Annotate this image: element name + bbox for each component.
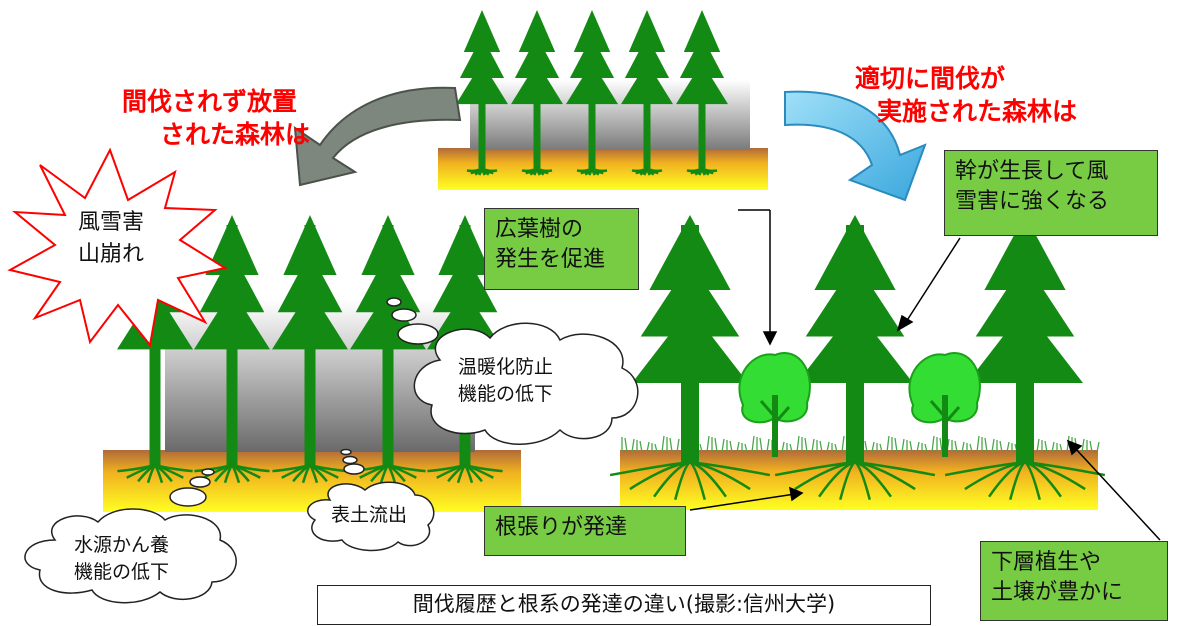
warming-line1: 温暖化防止 [458,356,554,378]
thinned-forest-illustration [609,215,1106,510]
top-tree-3 [566,10,618,176]
left-heading-line2: された森林は [160,120,311,149]
left-tree-2 [194,215,270,484]
broadleaf-sapling-2 [908,352,981,457]
broadleaf-line1: 広葉樹の [495,217,584,242]
broadleaf-line2: 発生を促進 [495,247,606,272]
water-label: 水源かん養 機能の低下 [74,532,169,586]
understory-line1: 下層植生や [991,550,1102,575]
hazard-label: 風雪害 山崩れ [78,207,144,271]
left-tree-3 [272,215,348,484]
broadleaf-box: 広葉樹の 発生を促進 [484,208,639,290]
trunk-growth-box: 幹が生長して風 雪害に強くなる [944,150,1158,236]
topsoil-label: 表土流出 [331,504,408,526]
warming-line2: 機能の低下 [458,383,554,405]
right-heading: 適切に間伐が 実施された森林は [855,62,1077,128]
top-forest-illustration [438,10,768,190]
trunk-line2: 雪害に強くなる [955,189,1110,214]
top-tree-5 [676,10,728,176]
warming-cloud [386,297,639,445]
hazard-line2: 山崩れ [78,242,145,267]
right-tree-1 [609,215,771,500]
blue-curved-arrow [784,90,927,202]
top-tree-4 [621,10,673,176]
right-heading-line1: 適切に間伐が [855,64,1006,93]
right-heading-line2: 実施された森林は [877,97,1078,126]
right-tree-2 [774,215,936,500]
gray-curved-arrow [293,86,462,187]
water-cloud [24,468,237,604]
water-line1: 水源かん養 [74,534,170,556]
topsoil-cloud [307,448,435,552]
warming-label: 温暖化防止 機能の低下 [458,354,553,408]
left-heading: 間伐されず放置 された森林は [122,85,310,151]
roots-box: 根張りが発達 [484,506,686,556]
top-tree-2 [511,10,563,176]
broadleaf-sapling-1 [738,352,811,457]
hazard-starburst [7,147,228,348]
trunk-line1: 幹が生長して風 [955,159,1109,184]
caption: 間伐履歴と根系の発達の違い(撮影:信州大学) [317,585,931,625]
understory-box: 下層植生や 土壌が豊かに [980,541,1168,621]
hazard-line1: 風雪害 [78,210,145,235]
top-soil-layer [438,148,768,190]
top-tree-1 [456,10,508,176]
left-heading-line1: 間伐されず放置 [122,87,298,116]
understory-line2: 土壌が豊かに [991,580,1124,605]
pointer-lines [689,209,1161,541]
water-line2: 機能の低下 [74,561,170,583]
right-tree-3 [944,215,1106,500]
